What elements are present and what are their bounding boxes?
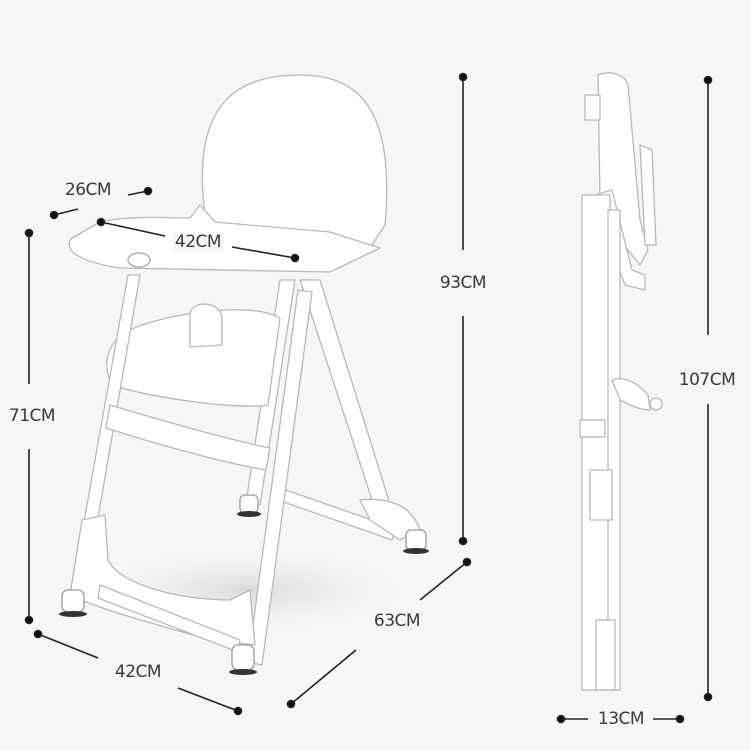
folded-chair bbox=[579, 72, 663, 691]
tray-width-label: 42CM bbox=[172, 232, 224, 252]
casters bbox=[59, 494, 429, 675]
base-width-label: 42CM bbox=[112, 662, 164, 682]
tray-depth-label: 26CM bbox=[62, 180, 114, 200]
total-height-label: 93CM bbox=[437, 273, 489, 293]
base-depth-label: 63CM bbox=[371, 611, 423, 631]
dimension-lines bbox=[24, 72, 713, 724]
folded-thickness-label: 13CM bbox=[595, 709, 647, 729]
unfolded-chair bbox=[68, 74, 421, 666]
seat-height-label: 71CM bbox=[6, 406, 58, 426]
folded-height-label: 107CM bbox=[676, 370, 738, 390]
